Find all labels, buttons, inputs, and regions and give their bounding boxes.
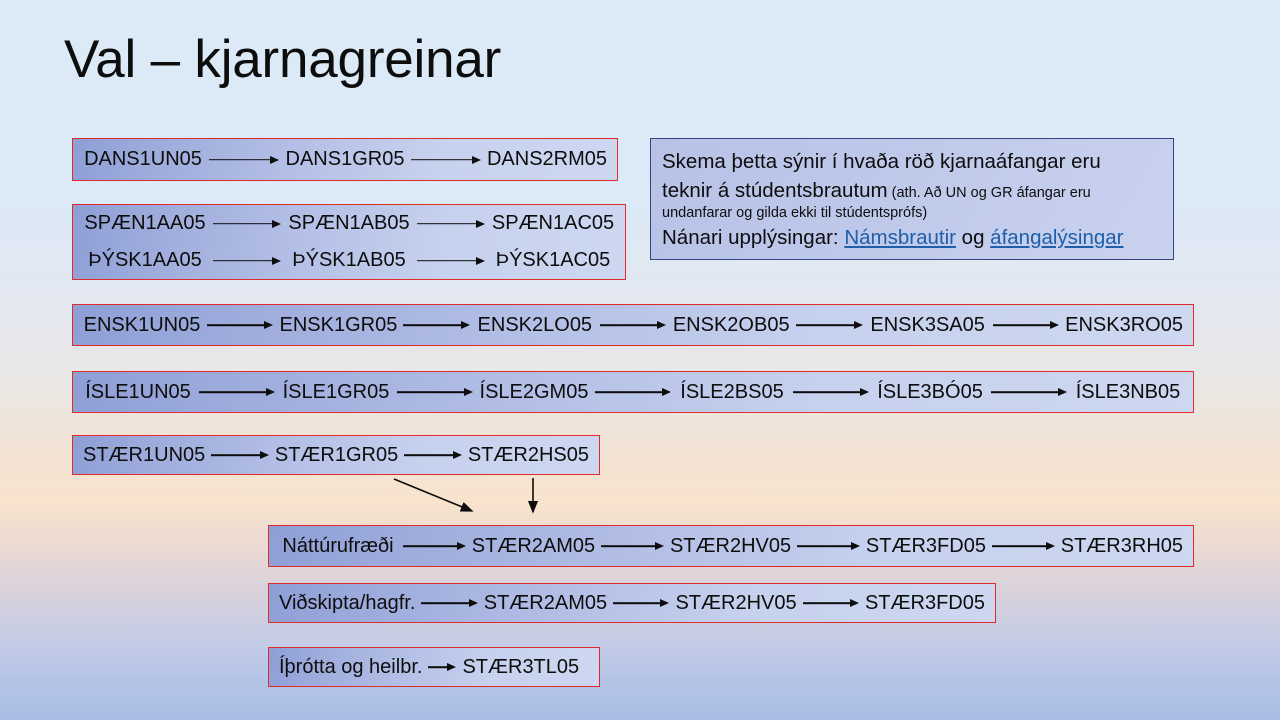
- course-node[interactable]: ENSK3RO05: [1065, 313, 1183, 336]
- course-node[interactable]: ENSK1UN05: [83, 313, 201, 336]
- arrow-right-icon: [403, 545, 466, 547]
- course-node[interactable]: STÆR1UN05: [83, 443, 206, 466]
- chain-row: ENSK1UN05 ENSK1GR05 ENSK2LO05 ENSK2OB05 …: [83, 305, 1183, 345]
- link-afangalysingar[interactable]: áfangalýsingar: [990, 226, 1124, 249]
- arrow-right-icon: [417, 260, 485, 262]
- info-note-part-1: (ath. Að UN og GR áfangar eru: [887, 185, 1091, 201]
- info-box-text: Skema þetta sýnir í hvaða röð kjarnaáfan…: [662, 147, 1162, 252]
- icelandic-chain-box[interactable]: ÍSLE1UN05 ÍSLE1GR05 ÍSLE2GM05 ÍSLE2BS05 …: [72, 371, 1194, 413]
- course-node[interactable]: ÞÝSK1AA05: [88, 249, 202, 271]
- info-line-3-prefix: Nánari upplýsingar:: [662, 226, 845, 249]
- arrow-right-icon: [992, 545, 1055, 547]
- arrow-right-icon: [213, 223, 281, 225]
- chain-row: ÞÝSK1AA05 ÞÝSK1AB05 ÞÝSK1AC05: [83, 242, 615, 279]
- info-box: Skema þetta sýnir í hvaða röð kjarnaáfan…: [650, 138, 1174, 260]
- chain-row: SPÆN1AA05 SPÆN1AB05 SPÆN1AC05: [83, 205, 615, 242]
- english-chain-box[interactable]: ENSK1UN05 ENSK1GR05 ENSK2LO05 ENSK2OB05 …: [72, 304, 1194, 346]
- info-links-conjunction: og: [955, 226, 991, 249]
- chain-row: DANS1UN05 DANS1GR05 DANS2RM05: [83, 139, 607, 180]
- course-node[interactable]: STÆR1GR05: [274, 443, 399, 466]
- course-node[interactable]: SPÆN1AA05: [84, 212, 206, 234]
- arrow-right-icon: [595, 391, 671, 393]
- course-node[interactable]: ENSK1GR05: [279, 313, 398, 336]
- arrow-right-icon: [207, 324, 273, 326]
- course-node[interactable]: STÆR2HV05: [675, 591, 797, 614]
- info-line-1: Skema þetta sýnir í hvaða röð kjarnaáfan…: [662, 150, 1101, 173]
- course-node[interactable]: DANS1GR05: [285, 148, 405, 170]
- arrow-right-icon: [213, 260, 281, 262]
- arrow-right-icon: [796, 324, 862, 326]
- course-node[interactable]: ÍSLE2BS05: [680, 380, 784, 403]
- course-node[interactable]: SPÆN1AB05: [288, 212, 410, 234]
- course-node[interactable]: STÆR2AM05: [483, 591, 608, 614]
- info-note-part-2: undanfarar og gilda ekki til stúdentspró…: [662, 205, 928, 221]
- course-node[interactable]: ÞÝSK1AC05: [495, 249, 611, 271]
- course-node[interactable]: ÍSLE1UN05: [85, 380, 191, 403]
- arrow-right-icon: [211, 454, 269, 456]
- arrow-right-icon: [797, 545, 860, 547]
- course-node[interactable]: STÆR2AM05: [471, 534, 596, 557]
- languages-chain-box[interactable]: SPÆN1AA05 SPÆN1AB05 SPÆN1AC05 ÞÝSK1AA05 …: [72, 204, 626, 280]
- chain-row: ÍSLE1UN05 ÍSLE1GR05 ÍSLE2GM05 ÍSLE2BS05 …: [83, 372, 1183, 412]
- course-node[interactable]: ÍSLE3BÓ05: [877, 380, 983, 403]
- course-node[interactable]: ENSK2LO05: [477, 313, 593, 336]
- course-node[interactable]: STÆR3FD05: [864, 591, 985, 614]
- natural-science-chain-box[interactable]: Náttúrufræði STÆR2AM05 STÆR2HV05 STÆR3FD…: [268, 525, 1194, 567]
- arrow-right-icon: [428, 666, 456, 668]
- arrow-right-icon: [411, 159, 481, 161]
- course-node[interactable]: ÍSLE3NB05: [1075, 380, 1181, 403]
- course-node[interactable]: ENSK2OB05: [672, 313, 790, 336]
- arrow-right-icon: [600, 324, 666, 326]
- dans-chain-box[interactable]: DANS1UN05 DANS1GR05 DANS2RM05: [72, 138, 618, 181]
- math-core-chain-box[interactable]: STÆR1UN05 STÆR1GR05 STÆR2HS05: [72, 435, 600, 475]
- course-node[interactable]: ÍSLE1GR05: [282, 380, 390, 403]
- chain-row: Náttúrufræði STÆR2AM05 STÆR2HV05 STÆR3FD…: [279, 526, 1183, 566]
- course-node[interactable]: SPÆN1AC05: [491, 212, 615, 234]
- info-line-2: teknir á stúdentsbrautum: [662, 179, 888, 202]
- arrow-right-icon: [199, 391, 275, 393]
- course-node[interactable]: STÆR3TL05: [462, 655, 580, 678]
- course-node[interactable]: ENSK3SA05: [870, 313, 985, 336]
- sport-health-chain-box[interactable]: Íþrótta og heilbr. STÆR3TL05: [268, 647, 600, 687]
- arrow-right-icon: [793, 391, 869, 393]
- arrow-right-icon: [993, 324, 1059, 326]
- arrow-right-icon: [403, 324, 469, 326]
- course-node[interactable]: STÆR2HS05: [467, 443, 590, 466]
- arrow-right-icon: [417, 223, 485, 225]
- link-namsbrautir[interactable]: Námsbrautir: [844, 226, 956, 249]
- chain-row: Viðskipta/hagfr. STÆR2AM05 STÆR2HV05 STÆ…: [279, 584, 985, 622]
- arrow-right-icon: [991, 391, 1067, 393]
- course-node[interactable]: ÞÝSK1AB05: [292, 249, 406, 271]
- arrow-right-icon: [397, 391, 473, 393]
- track-label[interactable]: Viðskipta/hagfr.: [279, 591, 416, 614]
- course-node[interactable]: STÆR3RH05: [1060, 534, 1184, 557]
- arrow-right-icon: [404, 454, 462, 456]
- track-label[interactable]: Náttúrufræði: [282, 534, 394, 557]
- track-label[interactable]: Íþrótta og heilbr.: [279, 655, 423, 678]
- chain-row: STÆR1UN05 STÆR1GR05 STÆR2HS05: [83, 436, 589, 474]
- arrow-right-icon: [803, 602, 859, 604]
- page-title: Val – kjarnagreinar: [64, 30, 502, 89]
- arrow-right-icon: [209, 159, 279, 161]
- arrow-right-icon: [601, 545, 664, 547]
- arrow-right-icon: [613, 602, 669, 604]
- arrow-right-icon: [421, 602, 477, 604]
- connector-diagonal-arrow: [393, 478, 474, 512]
- course-node[interactable]: STÆR3FD05: [865, 534, 986, 557]
- course-node[interactable]: ÍSLE2GM05: [479, 380, 589, 403]
- course-node[interactable]: STÆR2HV05: [669, 534, 792, 557]
- course-node[interactable]: DANS2RM05: [486, 148, 608, 170]
- chain-row: Íþrótta og heilbr. STÆR3TL05: [279, 648, 589, 686]
- business-chain-box[interactable]: Viðskipta/hagfr. STÆR2AM05 STÆR2HV05 STÆ…: [268, 583, 996, 623]
- course-node[interactable]: DANS1UN05: [84, 148, 202, 170]
